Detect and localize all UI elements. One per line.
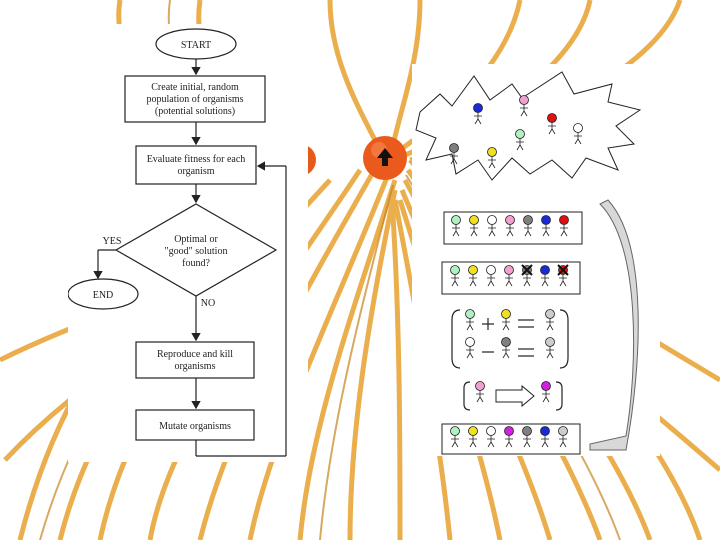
up-arrow-icon xyxy=(377,148,393,166)
organism-selected-3 xyxy=(486,265,496,287)
decision-label-3: found? xyxy=(182,258,210,269)
create-label-1: Create initial, random xyxy=(151,82,239,93)
evaluate-label-1: Evaluate fitness for each xyxy=(147,154,246,165)
organism-selected-2 xyxy=(468,265,478,287)
flowchart-diagram: START Create initial, random population … xyxy=(67,28,287,457)
mutation-right-brace xyxy=(555,381,563,411)
organism-evaluated-1 xyxy=(451,215,461,237)
organism-cloud-gray xyxy=(449,143,459,165)
killed-mark-icon xyxy=(521,264,533,276)
create-label-2: population of organisms xyxy=(146,94,243,105)
organism-selected-6 xyxy=(540,265,550,287)
organism-cloud-yellow xyxy=(487,147,497,169)
organism-evaluated-2 xyxy=(469,215,479,237)
ga-illustration-svg xyxy=(415,71,642,455)
loop-back-arrow-icon xyxy=(589,199,639,451)
genetic-algorithm-illustration xyxy=(412,64,660,456)
organism-evaluated-4 xyxy=(505,215,515,237)
mutation-before xyxy=(475,381,485,403)
organism-selected-4 xyxy=(504,265,514,287)
organism-cloud-white xyxy=(573,123,583,145)
reproduce-label-1: Reproduce and kill xyxy=(157,349,233,360)
end-label: END xyxy=(93,290,114,301)
organism-next-1 xyxy=(450,426,460,448)
killed-mark-icon xyxy=(557,264,569,276)
population-cloud xyxy=(415,71,642,181)
no-label: NO xyxy=(201,298,215,309)
mutate-box xyxy=(135,409,255,441)
decision-label-2: "good" solution xyxy=(165,246,228,257)
yes-label: YES xyxy=(103,236,122,247)
flowchart-panel: START Create initial, random population … xyxy=(67,24,308,462)
decision-label-1: Optimal or xyxy=(174,234,218,245)
crossover-parent-b-2 xyxy=(501,337,511,359)
crossover-parent-a-2 xyxy=(465,337,475,359)
create-label-3: (potential solutions) xyxy=(155,106,235,117)
organism-evaluated-3 xyxy=(487,215,497,237)
organism-next-4 xyxy=(504,426,514,448)
organism-cloud-blue xyxy=(473,103,483,125)
organism-cloud-green xyxy=(515,129,525,151)
end-terminal xyxy=(67,278,139,310)
crossover-parent-a-1 xyxy=(465,309,475,331)
organism-selected-5 xyxy=(521,264,533,287)
crossover-child-2 xyxy=(545,337,555,359)
reproduce-box xyxy=(135,341,255,379)
crossover-left-brace xyxy=(451,309,461,369)
mutation-after xyxy=(541,381,551,403)
organism-evaluated-6 xyxy=(541,215,551,237)
organism-cloud-red xyxy=(547,113,557,135)
organism-cloud-pink xyxy=(519,95,529,117)
organism-next-7 xyxy=(558,426,568,448)
organism-next-3 xyxy=(486,426,496,448)
organism-next-2 xyxy=(468,426,478,448)
crossover-child-1 xyxy=(545,309,555,331)
mutation-left-brace xyxy=(463,381,471,411)
organism-selected-1 xyxy=(450,265,460,287)
evaluate-fitness-box xyxy=(135,145,257,185)
reproduce-label-2: organisms xyxy=(175,361,216,372)
organism-evaluated-5 xyxy=(523,215,533,237)
crossover-parent-b-1 xyxy=(501,309,511,331)
organism-next-6 xyxy=(540,426,550,448)
crossover-right-brace xyxy=(559,309,569,369)
evaluate-label-2: organism xyxy=(177,166,214,177)
create-population-box xyxy=(124,75,266,123)
organism-selected-7 xyxy=(557,264,569,287)
organism-next-5 xyxy=(522,426,532,448)
start-label: START xyxy=(181,40,211,51)
mutate-label: Mutate organisms xyxy=(159,421,231,432)
mutation-arrow-icon xyxy=(495,384,535,408)
organism-evaluated-7 xyxy=(559,215,569,237)
